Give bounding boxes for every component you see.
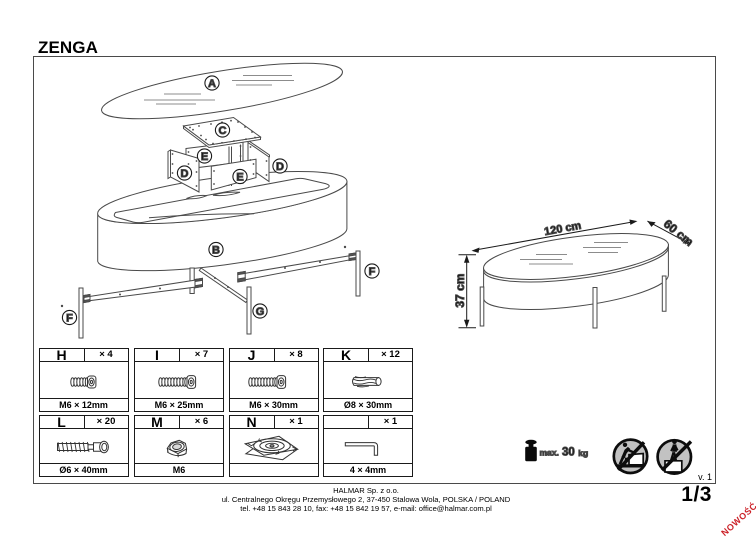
svg-text:D: D <box>276 161 284 173</box>
svg-text:A: A <box>208 78 216 90</box>
svg-text:37 cm: 37 cm <box>453 274 467 308</box>
svg-text:B: B <box>212 245 220 257</box>
svg-text:G: G <box>256 306 265 318</box>
svg-text:E: E <box>236 172 243 184</box>
svg-text:kg: kg <box>578 448 588 458</box>
svg-text:C: C <box>219 125 227 137</box>
svg-text:E: E <box>201 151 208 163</box>
svg-text:120 cm: 120 cm <box>543 220 582 238</box>
svg-text:max.: max. <box>540 447 559 457</box>
svg-text:F: F <box>66 313 73 325</box>
svg-text:30: 30 <box>562 446 575 458</box>
svg-text:F: F <box>369 266 376 278</box>
svg-text:D: D <box>181 168 189 180</box>
